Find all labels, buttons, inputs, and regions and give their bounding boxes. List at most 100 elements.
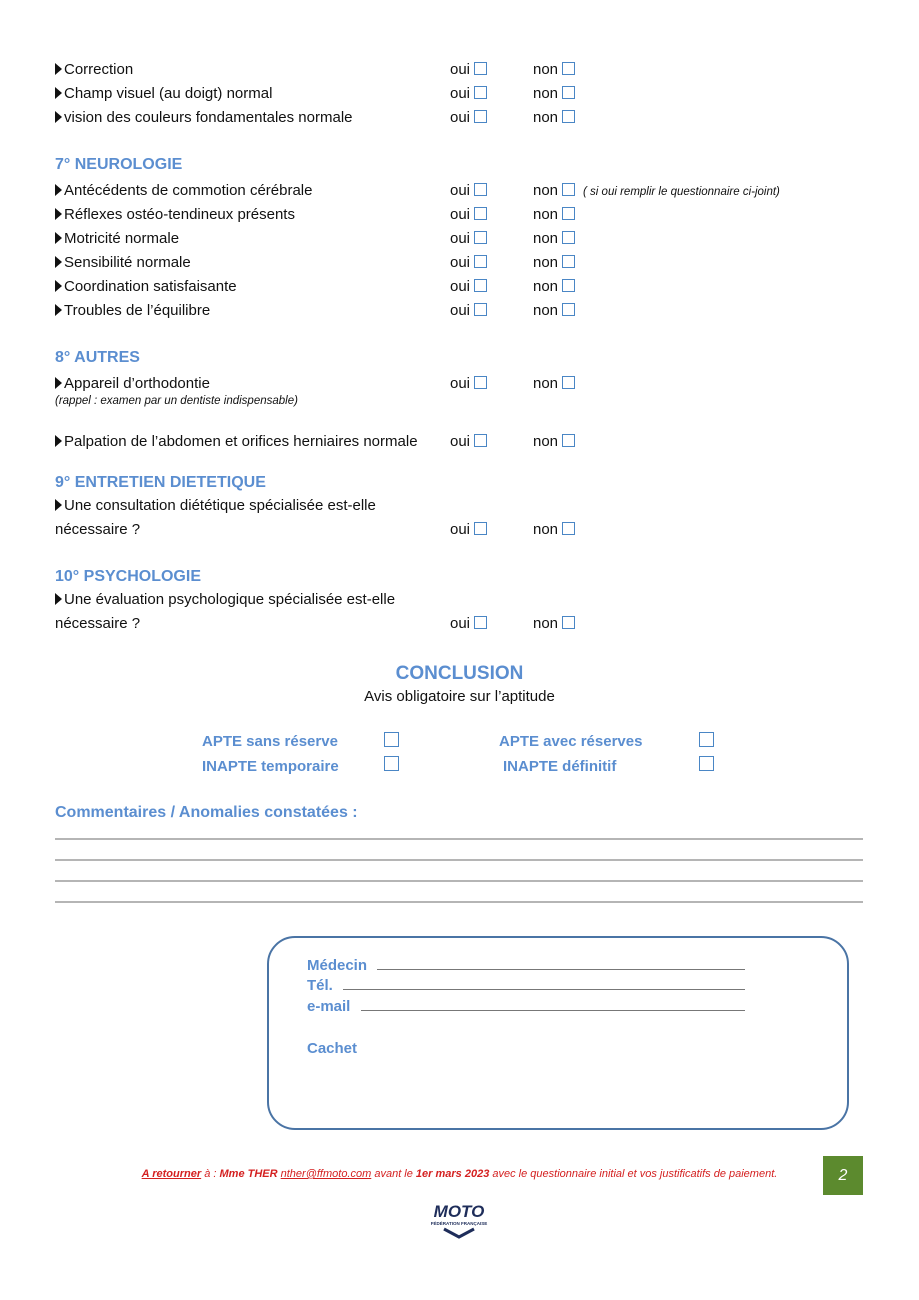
row-motricite: Motricité normale oui non — [55, 229, 875, 251]
checkbox-non[interactable] — [562, 303, 576, 316]
logo-chevron-icon — [443, 1227, 475, 1239]
checkbox-inapte-definitif[interactable] — [699, 756, 714, 771]
no-label: non — [533, 375, 559, 392]
no-label: non — [533, 521, 559, 538]
triangle-bullet-icon — [55, 256, 62, 268]
checkbox-non[interactable] — [562, 86, 576, 99]
checkbox-non[interactable] — [562, 376, 576, 389]
checkbox-inapte-temporaire[interactable] — [384, 756, 399, 771]
triangle-bullet-icon — [55, 499, 62, 511]
yes-label: oui — [450, 182, 471, 199]
checkbox-apte-sans-reserve[interactable] — [384, 732, 399, 747]
checkbox-oui[interactable] — [474, 255, 488, 268]
conclusion-title: CONCLUSION — [395, 663, 524, 684]
footer-note: A retourner à : Mme THER nther@ffmoto.co… — [0, 1168, 919, 1180]
footer-return-label: A retourner — [141, 1168, 202, 1180]
tel-label: Tél. — [307, 977, 333, 994]
no-label: non — [533, 182, 559, 199]
yes-label: oui — [450, 61, 471, 78]
tel-field[interactable] — [343, 977, 746, 990]
ffm-moto-logo: MOTO FÉDÉRATION FRANÇAISE — [431, 1202, 487, 1239]
row-label: Motricité normale — [64, 230, 180, 247]
checkbox-oui[interactable] — [474, 207, 488, 220]
row-label: Une consultation diététique spécialisée … — [64, 497, 376, 514]
checkbox-oui[interactable] — [474, 183, 488, 196]
checkbox-oui[interactable] — [474, 522, 488, 535]
apte-avec-reserves-label: APTE avec réserves — [499, 733, 643, 750]
row-label: Antécédents de commotion cérébrale — [64, 182, 313, 199]
yes-label: oui — [450, 302, 471, 319]
checkbox-non[interactable] — [562, 207, 576, 220]
checkbox-oui[interactable] — [474, 86, 488, 99]
doctor-card — [267, 936, 849, 1130]
triangle-bullet-icon — [55, 304, 62, 316]
checkbox-non[interactable] — [562, 231, 576, 244]
row-coordination: Coordination satisfaisante oui non — [55, 277, 875, 299]
row-label: nécessaire ? — [55, 521, 141, 538]
yes-label: oui — [450, 206, 471, 223]
checkbox-oui[interactable] — [474, 62, 488, 75]
email-field[interactable] — [360, 998, 745, 1011]
row-label: Sensibilité normale — [64, 254, 191, 271]
no-label: non — [533, 615, 559, 632]
yes-label: oui — [450, 254, 471, 271]
inapte-temporaire-label: INAPTE temporaire — [202, 758, 339, 775]
checkbox-oui[interactable] — [474, 279, 488, 292]
row-reflexes: Réflexes ostéo-tendineux présents oui no… — [55, 205, 875, 227]
no-label: non — [533, 433, 559, 450]
comments-label: Commentaires / Anomalies constatées : — [55, 804, 358, 821]
checkbox-non[interactable] — [562, 110, 576, 123]
triangle-bullet-icon — [55, 87, 62, 99]
checkbox-oui[interactable] — [474, 303, 488, 316]
comment-line[interactable] — [55, 901, 863, 903]
comment-line[interactable] — [55, 880, 863, 882]
checkbox-non[interactable] — [562, 522, 576, 535]
row-label: Troubles de l’équilibre — [64, 302, 211, 319]
checkbox-oui[interactable] — [474, 376, 488, 389]
checkbox-oui[interactable] — [474, 231, 488, 244]
checkbox-non[interactable] — [562, 279, 576, 292]
checkbox-non[interactable] — [562, 183, 576, 196]
row-palpation: Palpation de l’abdomen et orifices herni… — [55, 432, 875, 454]
comment-line[interactable] — [55, 838, 863, 840]
triangle-bullet-icon — [55, 280, 62, 292]
row-dietetique-line2: nécessaire ? oui non — [55, 520, 875, 542]
medecin-field[interactable] — [377, 957, 746, 970]
triangle-bullet-icon — [55, 63, 62, 75]
row-label: Réflexes ostéo-tendineux présents — [64, 206, 295, 223]
checkbox-non[interactable] — [562, 434, 576, 447]
logo-text: MOTO — [434, 1202, 485, 1221]
section-title-neurologie: 7° NEUROLOGIE — [55, 156, 183, 173]
checkbox-non[interactable] — [562, 616, 576, 629]
checkbox-non[interactable] — [562, 255, 576, 268]
apte-sans-reserve-label: APTE sans réserve — [202, 733, 338, 750]
yes-label: oui — [450, 521, 471, 538]
comment-line[interactable] — [55, 859, 863, 861]
questionnaire-hint: ( si oui remplir le questionnaire ci-joi… — [583, 186, 780, 198]
checkbox-oui[interactable] — [474, 110, 488, 123]
triangle-bullet-icon — [55, 377, 62, 389]
row-label: Appareil d’orthodontie — [64, 375, 210, 392]
checkbox-oui[interactable] — [474, 616, 488, 629]
conclusion-subtitle: Avis obligatoire sur l’aptitude — [364, 688, 555, 705]
checkbox-apte-avec-reserves[interactable] — [699, 732, 714, 747]
section-title-dietetique: 9° ENTRETIEN DIETETIQUE — [55, 474, 266, 491]
logo-subtext: FÉDÉRATION FRANÇAISE — [431, 1219, 487, 1226]
yes-label: oui — [450, 615, 471, 632]
footer-to: à : — [201, 1168, 220, 1180]
row-label: Coordination satisfaisante — [64, 278, 237, 295]
no-label: non — [533, 254, 559, 271]
row-sensibilite: Sensibilité normale oui non — [55, 253, 875, 275]
tel-row: Tél. — [307, 977, 746, 994]
checkbox-non[interactable] — [562, 62, 576, 75]
row-correction: Correction oui non — [55, 60, 875, 82]
row-orthodontie: Appareil d’orthodontie oui non — [55, 374, 875, 396]
footer-email-link[interactable]: nther@ffmoto.com — [280, 1168, 372, 1180]
row-label: Correction — [64, 61, 134, 78]
triangle-bullet-icon — [55, 593, 62, 605]
row-label: vision des couleurs fondamentales normal… — [64, 109, 353, 126]
no-label: non — [533, 206, 559, 223]
triangle-bullet-icon — [55, 111, 62, 123]
yes-label: oui — [450, 109, 471, 126]
checkbox-oui[interactable] — [474, 434, 488, 447]
